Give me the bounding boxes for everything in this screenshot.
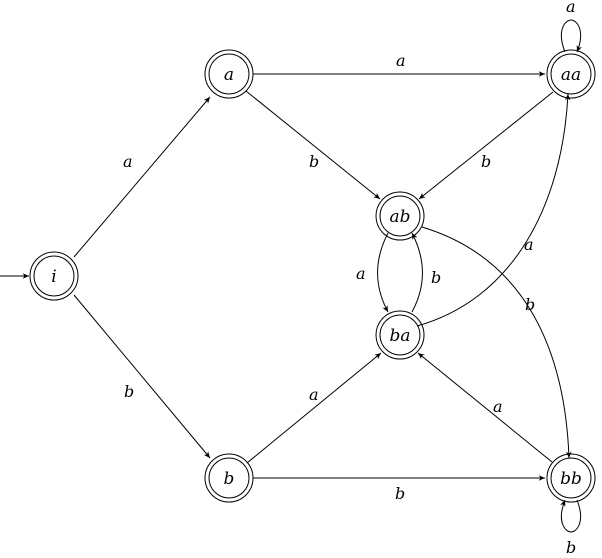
edge-label-b-ba: a — [309, 385, 319, 404]
edge-i-b — [73, 294, 211, 459]
edge-label-ab-ba: a — [356, 264, 366, 283]
state-label-ab: ab — [389, 207, 410, 227]
state-label-a: a — [224, 65, 234, 85]
edge-bb-self — [560, 499, 582, 533]
edge-label-ba-aa: a — [524, 235, 534, 254]
state-ab: ab — [375, 191, 425, 241]
state-label-aa: aa — [561, 65, 581, 85]
edge-bb-ba — [417, 352, 553, 463]
edge-b-ba — [246, 352, 382, 464]
edge-a-ab — [245, 90, 381, 200]
state-label-ba: ba — [389, 326, 410, 346]
edge-ba-aa — [416, 93, 571, 327]
edge-aa-ab — [418, 91, 554, 200]
edge-aa-self — [560, 19, 582, 53]
state-b: b — [204, 453, 254, 503]
state-bb: bb — [546, 453, 596, 503]
edge-label-b-bb: b — [395, 484, 405, 503]
state-label-bb: bb — [560, 469, 582, 489]
edge-ab-bb — [421, 226, 572, 459]
edge-i-a — [73, 96, 211, 258]
state-label-b: b — [224, 469, 235, 489]
edge-label-a-ab: b — [309, 152, 319, 171]
edge-label-bb-ba: a — [493, 397, 503, 416]
state-ba: ba — [375, 310, 425, 360]
edge-label-aa-self: a — [566, 0, 576, 16]
edge-ab-ba — [377, 232, 389, 313]
edge-label-a-aa: a — [396, 51, 406, 70]
edge-label-i-a: a — [123, 152, 133, 171]
edge-label-aa-ab: b — [481, 152, 491, 171]
state-a: a — [204, 49, 254, 99]
edge-label-bb-self: b — [566, 538, 576, 557]
edge-label-ab-bb: b — [525, 295, 535, 314]
edge-ba-ab — [411, 232, 423, 313]
edge-label-ba-ab: b — [431, 268, 441, 287]
edge-label-i-b: b — [124, 382, 134, 401]
state-i: i — [29, 251, 79, 301]
state-aa: aa — [546, 49, 596, 99]
state-label-i: i — [51, 267, 56, 287]
